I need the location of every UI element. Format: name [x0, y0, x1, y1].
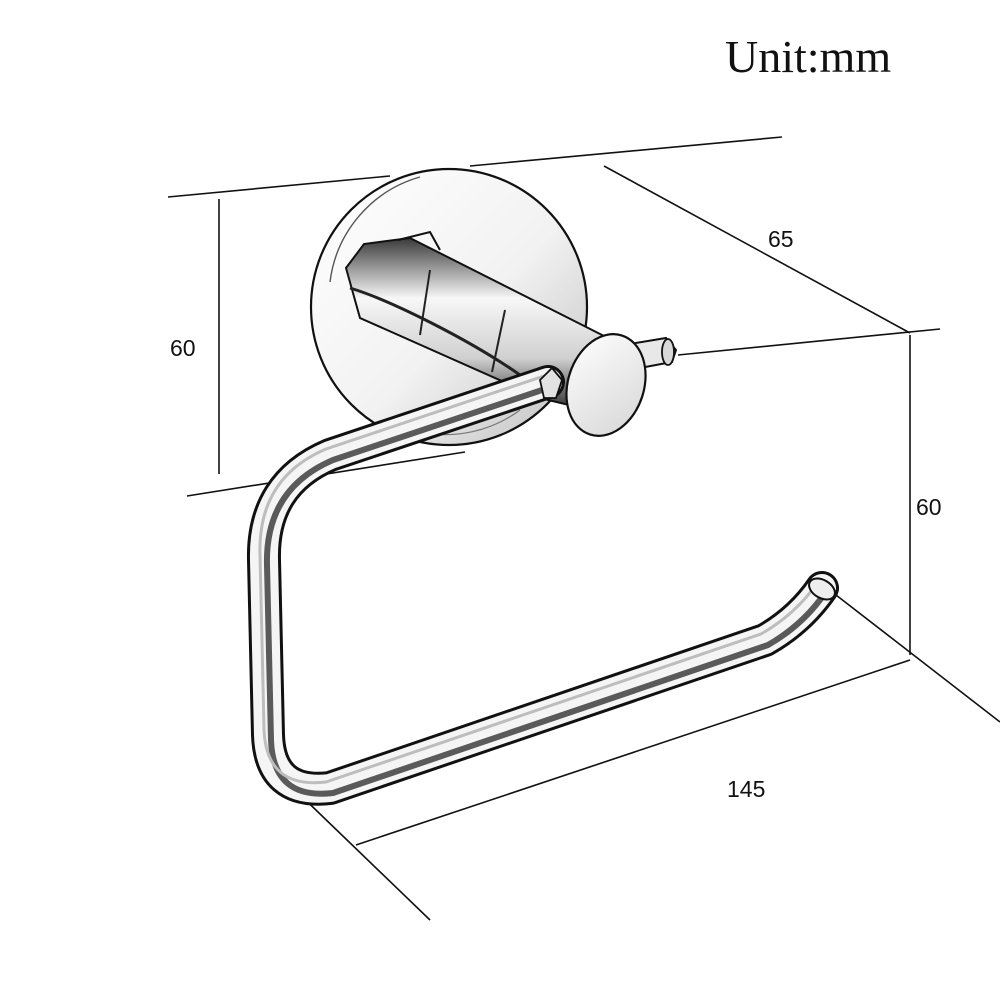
arm-extension-line: [677, 328, 941, 356]
height-dimension-left: 60: [170, 335, 196, 361]
dimension-lines: [167, 136, 1000, 921]
depth-line: [603, 165, 911, 334]
lower-right-extension-line: [835, 594, 1000, 723]
joint-screw: [539, 366, 564, 399]
top-extension-line: [167, 175, 391, 198]
depth-dimension: 65: [768, 226, 794, 252]
bar-tip: [808, 577, 836, 601]
paper-bar: [246, 365, 839, 806]
width-line: [355, 659, 911, 846]
unit-label: Unit:mm: [725, 31, 892, 82]
top-extension-line-right: [469, 136, 783, 167]
bottom-extension-line: [289, 784, 431, 921]
height-dimension-right: 60: [916, 494, 942, 520]
end-cap: [565, 333, 647, 437]
width-dimension: 145: [727, 776, 766, 802]
